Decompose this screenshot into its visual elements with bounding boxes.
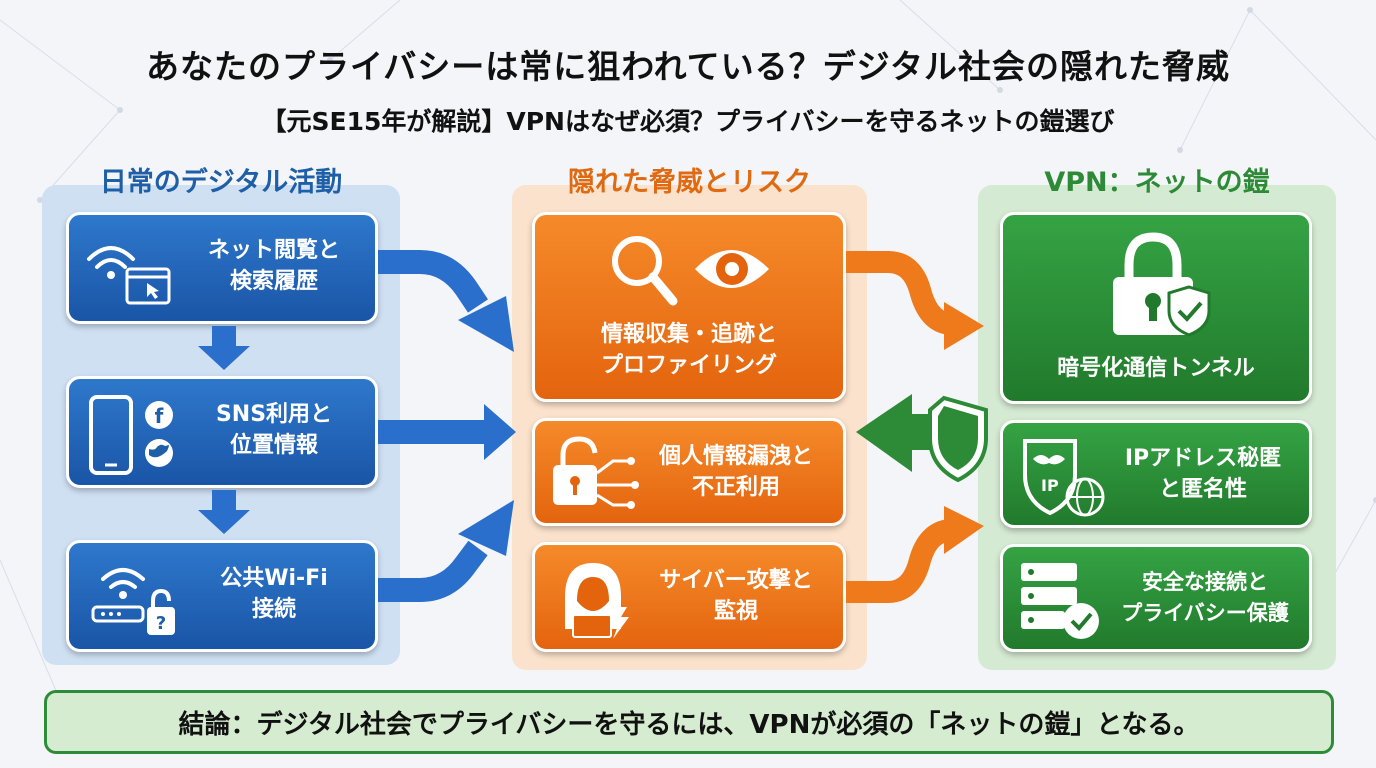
magnifier-eye-icon bbox=[612, 236, 769, 306]
card-cyber-attack: サイバー攻撃と 監視 bbox=[532, 542, 846, 652]
card-sns-location-label: SNS利用と 位置情報 bbox=[215, 402, 333, 458]
card-encrypted-tunnel-label: 暗号化通信トンネル bbox=[1057, 356, 1255, 381]
card-web-browsing-label: ネット閲覧と 検索履歴 bbox=[207, 238, 340, 294]
card-tracking-profiling-label: 情報収集・追跡と プロファイリング bbox=[600, 322, 777, 378]
wifi-browser-icon bbox=[87, 246, 171, 305]
card-ip-anonymity-label: IPアドレス秘匿 と匿名性 bbox=[1124, 446, 1282, 502]
card-cyber-attack-label: サイバー攻撃と 監視 bbox=[659, 568, 813, 624]
svg-text:f: f bbox=[155, 404, 164, 428]
card-public-wifi: ? 公共Wi-Fi 接続 bbox=[66, 540, 378, 652]
hacker-icon bbox=[565, 563, 629, 639]
card-secure-connection: 安全な接続と プライバシー保護 bbox=[1000, 544, 1312, 652]
card-secure-connection-label: 安全な接続と プライバシー保護 bbox=[1121, 570, 1289, 625]
svg-text:IP: IP bbox=[1041, 476, 1059, 495]
card-encrypted-tunnel: 暗号化通信トンネル bbox=[1000, 212, 1312, 404]
threats-heading: 隠れた脅威とリスク bbox=[568, 167, 811, 198]
ip-mask-globe-icon: IP bbox=[1023, 439, 1105, 517]
card-public-wifi-label: 公共Wi-Fi 接続 bbox=[220, 566, 328, 622]
padlock-shield-icon bbox=[1113, 232, 1211, 337]
card-data-leak: 個人情報漏洩と 不正利用 bbox=[532, 418, 846, 526]
card-tracking-profiling: 情報収集・追跡と プロファイリング bbox=[532, 212, 846, 402]
conclusion-banner: 結論：デジタル社会でプライバシーを守るには、VPNが必須の「ネットの鎧」となる。 bbox=[44, 690, 1334, 754]
card-data-leak-label: 個人情報漏洩と 不正利用 bbox=[658, 444, 813, 500]
smartphone-social-icon: f bbox=[89, 395, 173, 475]
card-sns-location: f SNS利用と 位置情報 bbox=[66, 376, 378, 488]
vpn-heading: VPN：ネットの鎧 bbox=[1044, 167, 1270, 198]
card-web-browsing: ネット閲覧と 検索履歴 bbox=[66, 212, 378, 324]
unlocked-padlock-circuit-icon bbox=[553, 436, 639, 509]
activities-heading: 日常のデジタル活動 bbox=[99, 167, 343, 198]
page-title: あなたのプライバシーは常に狙われている？デジタル社会の隠れた脅威 bbox=[145, 47, 1231, 86]
page-subtitle: 【元SE15年が解説】VPNはなぜ必須？プライバシーを守るネットの鎧選び bbox=[261, 107, 1115, 136]
server-check-icon bbox=[1021, 563, 1099, 639]
public-wifi-lock-icon: ? bbox=[91, 568, 175, 635]
card-ip-anonymity: IP IPアドレス秘匿 と匿名性 bbox=[1000, 420, 1312, 528]
svg-text:?: ? bbox=[156, 613, 166, 634]
